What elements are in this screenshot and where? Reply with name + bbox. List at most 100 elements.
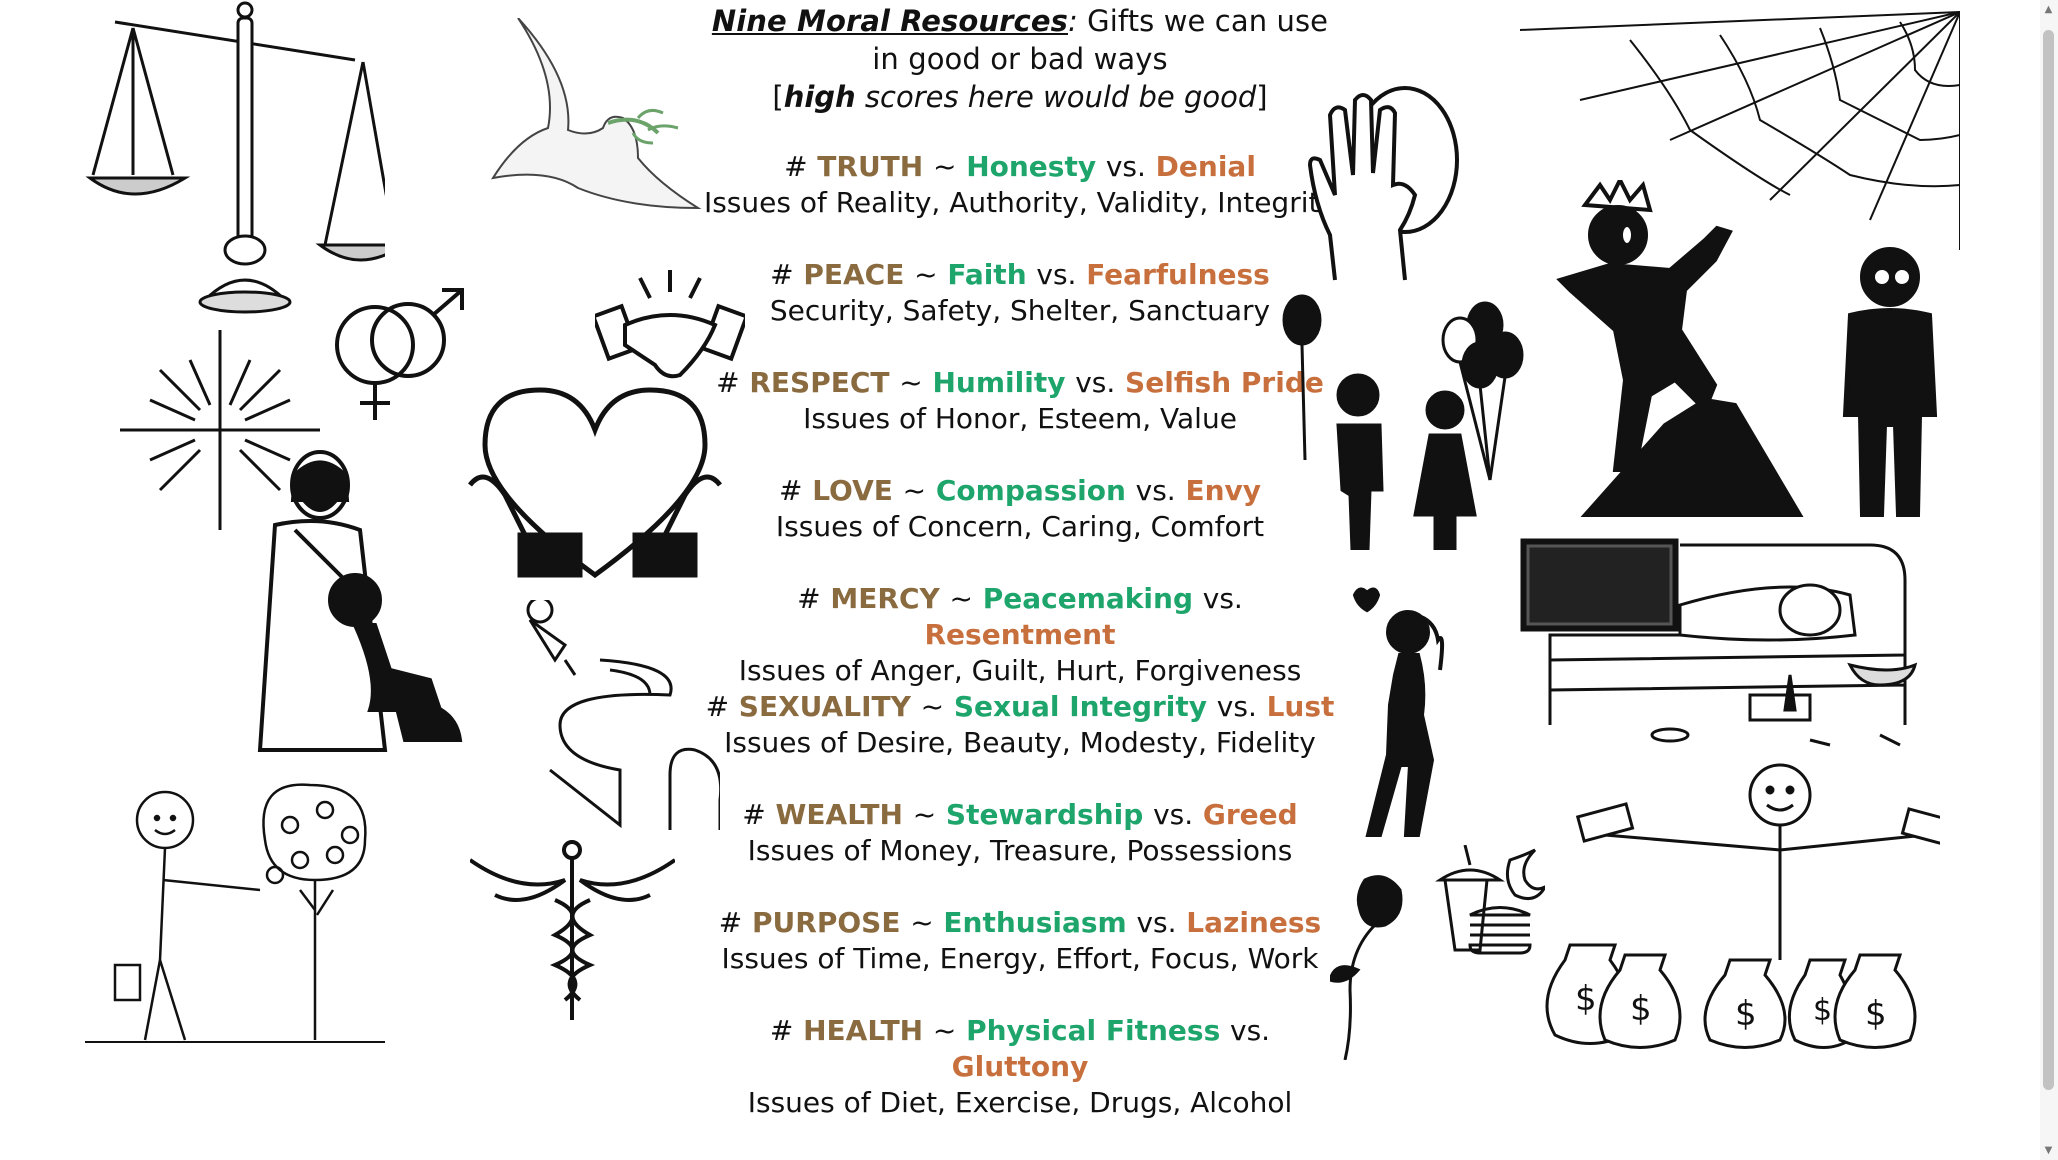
vs-text: vs. xyxy=(1105,150,1146,183)
resource-name: TRUTH xyxy=(817,150,924,183)
resource-issues: Issues of Anger, Guilt, Hurt, Forgivenes… xyxy=(738,654,1302,687)
vs-text: vs. xyxy=(1216,690,1257,723)
bad-trait: Laziness xyxy=(1186,906,1322,939)
wilted-rose-icon xyxy=(1330,870,1420,1060)
title-rest: Gifts we can use in good or bad ways xyxy=(872,4,1329,76)
couple-with-balloons-icon xyxy=(1280,285,1525,550)
vs-text: vs. xyxy=(1136,906,1177,939)
resource-heading: # MERCY ~ Peacemaking vs. Resentment xyxy=(700,581,1340,653)
bad-trait: Greed xyxy=(1202,798,1298,831)
heart-in-hands-icon xyxy=(465,385,725,585)
resource-tilde: ~ xyxy=(912,798,937,831)
resource-issues: Issues of Concern, Caring, Comfort xyxy=(775,510,1265,543)
resource-tilde: ~ xyxy=(899,366,923,399)
scroll-up-icon[interactable]: ▲ xyxy=(2044,4,2053,15)
resource-item: # PEACE ~ Faith vs. Fearfulness Security… xyxy=(700,257,1340,365)
resource-heading: # WEALTH ~ Stewardship vs. Greed xyxy=(700,797,1340,833)
vertical-scrollbar[interactable]: ▲ ▼ xyxy=(2040,0,2058,1160)
king-on-mountain-icon xyxy=(1555,180,1845,520)
dove-icon xyxy=(488,18,703,238)
good-trait: Faith xyxy=(947,258,1027,291)
resource-tilde: ~ xyxy=(932,1014,957,1047)
bad-trait: Gluttony xyxy=(951,1050,1089,1083)
resource-name: PEACE xyxy=(803,258,905,291)
resource-name: WEALTH xyxy=(775,798,903,831)
resource-tilde: ~ xyxy=(920,690,945,723)
good-trait: Sexual Integrity xyxy=(953,690,1208,723)
resources-panel: Nine Moral Resources: Gifts we can use i… xyxy=(700,0,1340,1121)
resource-tilde: ~ xyxy=(932,150,957,183)
resource-issues: Issues of Money, Treasure, Possessions xyxy=(747,834,1293,867)
resource-tilde: ~ xyxy=(914,258,938,291)
subtitle-open: [ xyxy=(772,80,784,114)
resource-hash: # xyxy=(770,258,794,291)
resource-hash: # xyxy=(778,474,803,507)
good-trait: Peacemaking xyxy=(982,582,1193,615)
resource-issues: Issues of Desire, Beauty, Modesty, Fidel… xyxy=(724,726,1316,759)
fast-food-icon xyxy=(1425,845,1545,955)
good-trait: Enthusiasm xyxy=(943,906,1127,939)
vs-text: vs. xyxy=(1230,1014,1271,1047)
good-trait: Humility xyxy=(932,366,1066,399)
resource-heading: # SEXUALITY ~ Sexual Integrity vs. Lust xyxy=(700,689,1340,725)
resource-issues: Security, Safety, Shelter, Sanctuary xyxy=(769,294,1271,327)
subtitle-rest: scores here would be good xyxy=(855,80,1257,114)
vs-text: vs. xyxy=(1036,258,1077,291)
vs-text: vs. xyxy=(1153,798,1194,831)
bad-trait: Lust xyxy=(1266,690,1335,723)
resource-issues: Issues of Diet, Exercise, Drugs, Alcohol xyxy=(747,1086,1293,1119)
resource-name: LOVE xyxy=(812,474,893,507)
svg-text:$: $ xyxy=(1813,993,1832,1028)
vs-text: vs. xyxy=(1135,474,1176,507)
subtitle-close: ] xyxy=(1256,80,1268,114)
gender-rings-icon xyxy=(330,285,470,425)
resource-item: # SEXUALITY ~ Sexual Integrity vs. Lust … xyxy=(700,689,1340,797)
title-emphasis: Nine Moral Resources xyxy=(711,4,1068,38)
resource-item: # WEALTH ~ Stewardship vs. Greed Issues … xyxy=(700,797,1340,905)
resource-hash: # xyxy=(718,906,743,939)
resource-heading: # HEALTH ~ Physical Fitness vs. Gluttony xyxy=(700,1013,1340,1085)
resource-issues: Issues of Time, Energy, Effort, Focus, W… xyxy=(721,942,1319,975)
vs-text: vs. xyxy=(1075,366,1116,399)
bad-trait: Fearfulness xyxy=(1086,258,1270,291)
good-trait: Physical Fitness xyxy=(966,1014,1221,1047)
scroll-thumb[interactable] xyxy=(2043,30,2054,1090)
page-subtitle: [high scores here would be good] xyxy=(700,78,1340,116)
resource-tilde: ~ xyxy=(902,474,927,507)
resource-heading: # LOVE ~ Compassion vs. Envy xyxy=(700,473,1340,509)
resource-item: # LOVE ~ Compassion vs. Envy Issues of C… xyxy=(700,473,1340,581)
resource-item: # TRUTH ~ Honesty vs. Denial Issues of R… xyxy=(700,149,1340,257)
resource-item: # HEALTH ~ Physical Fitness vs. Gluttony… xyxy=(700,1013,1340,1121)
resource-heading: # RESPECT ~ Humility vs. Selfish Pride xyxy=(700,365,1340,401)
bad-trait: Resentment xyxy=(924,618,1116,651)
svg-text:$: $ xyxy=(1575,979,1597,1019)
good-trait: Honesty xyxy=(966,150,1097,183)
resource-item: # MERCY ~ Peacemaking vs. Resentment Iss… xyxy=(700,581,1340,689)
person-with-glasses-icon xyxy=(1840,245,1940,525)
light-burst-icon xyxy=(120,330,320,530)
jesus-forgiving-icon xyxy=(235,450,475,760)
raised-hand-icon xyxy=(1305,85,1460,285)
resource-hash: # xyxy=(742,798,766,831)
resource-heading: # PURPOSE ~ Enthusiasm vs. Laziness xyxy=(700,905,1340,941)
resource-heading: # TRUTH ~ Honesty vs. Denial xyxy=(700,149,1340,185)
resource-name: SEXUALITY xyxy=(738,690,911,723)
resource-item: # PURPOSE ~ Enthusiasm vs. Laziness Issu… xyxy=(700,905,1340,1013)
resource-hash: # xyxy=(784,150,808,183)
resource-hash: # xyxy=(705,690,730,723)
subtitle-high: high xyxy=(783,80,856,114)
good-trait: Compassion xyxy=(935,474,1126,507)
resource-tilde: ~ xyxy=(910,906,934,939)
money-tree-icon xyxy=(85,780,385,1050)
bad-trait: Denial xyxy=(1155,150,1256,183)
svg-text:$: $ xyxy=(1735,994,1757,1034)
spider-web-icon xyxy=(1520,10,1960,250)
scroll-down-icon[interactable]: ▼ xyxy=(2044,1145,2053,1156)
pushpin-road-icon xyxy=(520,600,720,830)
resource-item: # RESPECT ~ Humility vs. Selfish Pride I… xyxy=(700,365,1340,473)
title-colon: : xyxy=(1067,4,1078,38)
svg-text:$: $ xyxy=(1865,994,1887,1034)
resource-issues: Issues of Reality, Authority, Validity, … xyxy=(703,186,1337,219)
resource-list: # TRUTH ~ Honesty vs. Denial Issues of R… xyxy=(700,149,1340,1121)
woman-figure-icon xyxy=(1340,585,1480,845)
